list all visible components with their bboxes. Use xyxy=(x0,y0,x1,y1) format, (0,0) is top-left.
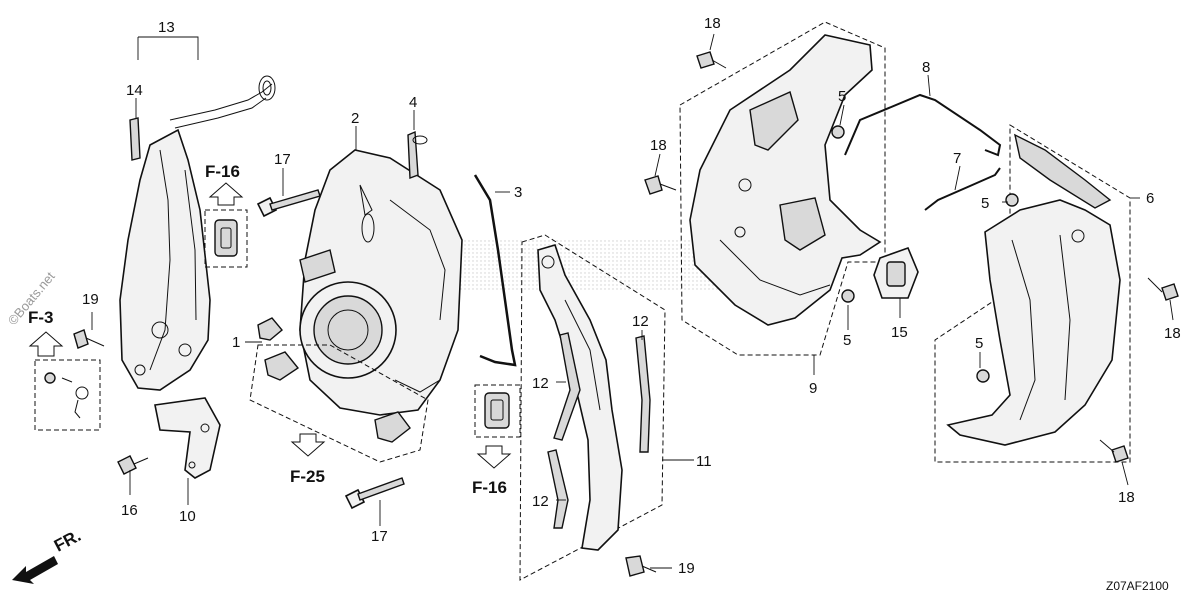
callout-11: 11 xyxy=(696,453,712,470)
callout-7: 7 xyxy=(953,150,961,167)
callout-4: 4 xyxy=(409,94,417,111)
part-17-bolt-top[interactable] xyxy=(256,189,321,218)
arrow-up-icon xyxy=(208,182,244,206)
callout-18-top: 18 xyxy=(704,15,721,32)
callout-15: 15 xyxy=(891,324,908,341)
callout-5-d: 5 xyxy=(975,335,983,352)
part-19-screw-bottom[interactable] xyxy=(625,555,657,577)
part-11-dashed-group xyxy=(519,234,666,581)
callout-3: 3 xyxy=(514,184,522,201)
part-2-fan-cover[interactable] xyxy=(299,149,463,416)
leader-lines xyxy=(91,33,1174,569)
part-6-cover[interactable] xyxy=(946,133,1121,446)
ref-f3: F-3 xyxy=(28,308,54,327)
callout-12-b: 12 xyxy=(632,313,649,330)
callout-10: 10 xyxy=(179,508,196,525)
part-4-seal[interactable] xyxy=(407,130,428,179)
front-direction-label: FR. xyxy=(51,526,84,556)
callout-18-left: 18 xyxy=(650,137,667,154)
part-3-gasket[interactable] xyxy=(473,174,517,367)
arrow-up-icon xyxy=(28,331,64,357)
arrow-down-icon xyxy=(290,433,326,457)
callout-19-bottom: 19 xyxy=(678,560,695,577)
part-9-dashed-group xyxy=(679,21,886,356)
callout-16: 16 xyxy=(121,502,138,519)
f3-parts[interactable] xyxy=(44,372,89,419)
callout-9: 9 xyxy=(809,380,817,397)
diagram-code: Z07AF2100 xyxy=(1106,579,1169,593)
callout-17-bottom: 17 xyxy=(371,528,388,545)
ref-f16-top: F-16 xyxy=(205,162,240,181)
part-1-grommet[interactable] xyxy=(257,317,283,341)
arrow-down-icon xyxy=(476,445,512,469)
part-5-grommets-lower[interactable] xyxy=(976,193,1019,383)
part-14-seal[interactable] xyxy=(129,117,141,161)
part-11-shroud[interactable] xyxy=(537,244,623,551)
part-16-bolt[interactable] xyxy=(117,455,149,475)
part-10-bracket[interactable] xyxy=(154,397,221,479)
callout-2: 2 xyxy=(351,110,359,127)
ref-f16-bottom: F-16 xyxy=(472,478,507,497)
part-17-bolt-bottom[interactable] xyxy=(344,477,405,510)
callout-17-top: 17 xyxy=(274,151,291,168)
callout-1: 1 xyxy=(232,334,240,351)
callout-8: 8 xyxy=(922,59,930,76)
part-19-screw-left[interactable] xyxy=(73,329,105,349)
part-18-bolts-right[interactable] xyxy=(1099,277,1179,463)
part-7-rod[interactable] xyxy=(924,167,1001,211)
part-18-bolt-top[interactable] xyxy=(696,51,727,69)
callout-5-c: 5 xyxy=(981,195,989,212)
part-9-shroud[interactable] xyxy=(689,34,882,326)
part-13-side-cover[interactable] xyxy=(119,75,276,391)
part-18-bolt-left[interactable] xyxy=(644,175,677,195)
ref-f25: F-25 xyxy=(290,467,325,486)
front-direction-arrow-icon xyxy=(12,556,58,584)
callout-19-left: 19 xyxy=(82,291,99,308)
part-12-seals[interactable] xyxy=(547,332,651,529)
f16-bottom-dashed-box xyxy=(474,384,521,438)
callout-13: 13 xyxy=(158,19,175,36)
f25-dashed-group xyxy=(249,344,429,463)
callout-5-a: 5 xyxy=(838,88,846,105)
f16-top-dashed-box xyxy=(204,209,248,268)
callout-14: 14 xyxy=(126,82,143,99)
f16-bottom-grommet[interactable] xyxy=(484,392,510,429)
callout-12-c: 12 xyxy=(532,493,549,510)
callout-5-b: 5 xyxy=(843,332,851,349)
f16-top-grommet[interactable] xyxy=(214,219,238,257)
callout-6: 6 xyxy=(1146,190,1154,207)
callout-18-bottom: 18 xyxy=(1118,489,1135,506)
f3-dashed-box xyxy=(34,359,101,431)
part-5-grommets-upper[interactable] xyxy=(831,125,855,303)
part-8-rod[interactable] xyxy=(844,93,1002,157)
part-15-grommet[interactable] xyxy=(873,246,919,299)
callout-12-a: 12 xyxy=(532,375,549,392)
f25-parts[interactable] xyxy=(264,351,411,443)
callout-18-right: 18 xyxy=(1164,325,1181,342)
